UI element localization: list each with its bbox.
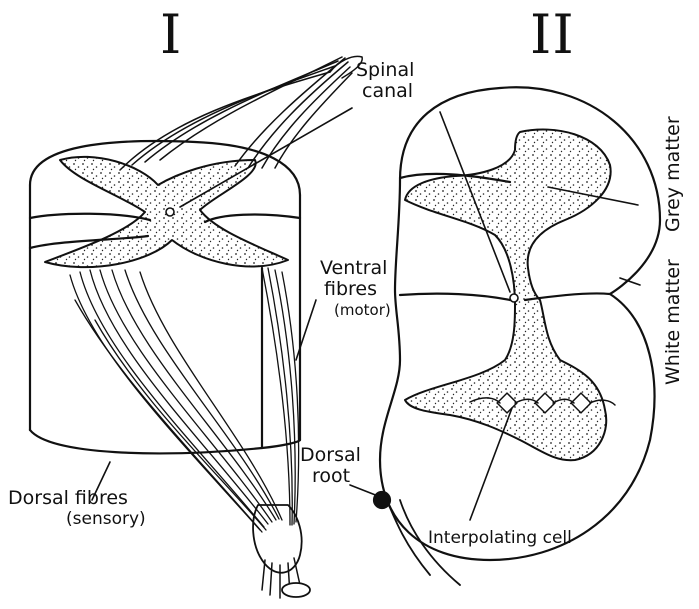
label-dorsal-root-line-2: root	[300, 466, 361, 487]
figure-two	[374, 87, 660, 585]
label-dorsal-root: Dorsal root	[300, 445, 361, 487]
ventral-fibre-bundle	[262, 268, 299, 525]
label-interpolating-cell: Interpolating cell	[428, 528, 572, 549]
cut-end	[282, 583, 310, 597]
label-white-matter: White matter	[662, 259, 684, 385]
spinal-canal-dot-I	[166, 208, 174, 216]
panel-label-II: II	[530, 8, 575, 62]
label-dorsal-fibres: Dorsal fibres (sensory)	[8, 488, 146, 530]
segment-bottom	[30, 430, 300, 453]
label-ventral-line-2: fibres	[320, 279, 391, 300]
label-dorsal-fibres-line-1: Dorsal fibres	[8, 488, 146, 509]
label-ventral-fibres: Ventral fibres (motor)	[320, 258, 391, 321]
spinal-canal-dot-II	[510, 294, 518, 302]
label-dorsal-fibres-line-2: (sensory)	[8, 509, 146, 530]
leader-spinal-canal-I	[180, 108, 352, 207]
label-spinal-canal: Spinal canal	[356, 60, 414, 102]
label-spinal-canal-line-1: Spinal	[356, 60, 414, 81]
upper-fibre-bundle	[120, 56, 362, 170]
panel-label-I: I	[160, 8, 182, 62]
label-spinal-canal-line-2: canal	[356, 81, 414, 102]
label-grey-matter: Grey matter	[662, 116, 684, 232]
dorsal-root-ganglion	[374, 492, 390, 508]
label-ventral-line-3: (motor)	[320, 300, 391, 321]
label-ventral-line-1: Ventral	[320, 258, 391, 279]
label-dorsal-root-line-1: Dorsal	[300, 445, 361, 466]
